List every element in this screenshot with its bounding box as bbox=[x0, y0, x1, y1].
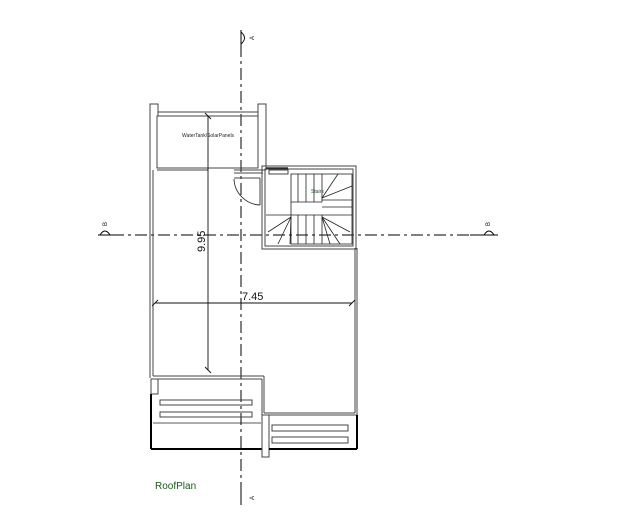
door-opening bbox=[233, 167, 289, 206]
section-marker-b-right: B bbox=[470, 222, 498, 236]
section-label-a-top: A bbox=[250, 36, 256, 40]
dimension-vertical: 9.95 bbox=[196, 112, 212, 374]
solar-block-right bbox=[261, 414, 358, 458]
drawing-title: RoofPlan bbox=[155, 481, 196, 492]
stair-core: Stairs bbox=[261, 165, 357, 250]
section-marker-b-left: B bbox=[98, 222, 120, 236]
main-roof-outline bbox=[149, 168, 358, 416]
section-marker-a-bottom: A bbox=[240, 485, 256, 505]
section-label-b-right: B bbox=[486, 222, 492, 226]
section-label-a-bottom: A bbox=[250, 496, 256, 500]
dimension-label-horizontal: 7.45 bbox=[242, 291, 263, 303]
room-label-stairs: Stairs bbox=[311, 189, 324, 195]
dimension-horizontal: 7.45 bbox=[151, 291, 356, 307]
dimension-label-vertical: 9.95 bbox=[196, 231, 208, 252]
solar-block-left bbox=[150, 378, 262, 450]
section-label-b-left: B bbox=[103, 222, 109, 226]
section-marker-a-top: A bbox=[240, 30, 256, 48]
